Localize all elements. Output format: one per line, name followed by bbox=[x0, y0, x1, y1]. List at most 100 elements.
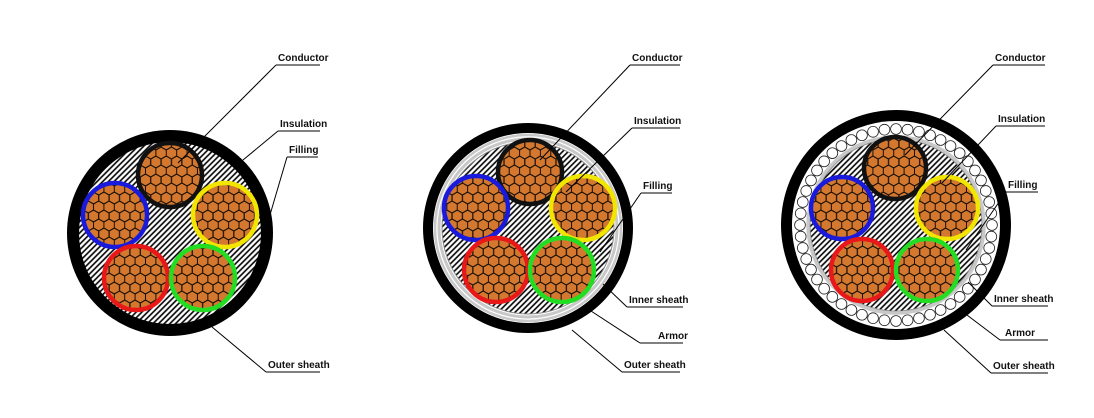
armor-wire bbox=[856, 129, 868, 142]
armor-wire bbox=[953, 291, 966, 303]
insulation-green bbox=[893, 236, 961, 304]
core-blue bbox=[808, 174, 876, 242]
conductor bbox=[173, 248, 233, 308]
armor-wire bbox=[826, 147, 839, 159]
armor-wire bbox=[845, 134, 858, 146]
callout-label: Conductor bbox=[278, 53, 329, 64]
callout: Conductor bbox=[904, 53, 1046, 156]
armor-wire bbox=[794, 219, 806, 231]
armor-wire bbox=[826, 291, 839, 303]
conductor bbox=[106, 248, 166, 308]
armor-wire bbox=[811, 273, 823, 286]
conductor bbox=[833, 241, 891, 299]
armor-wire bbox=[983, 242, 996, 254]
callout-leader-line bbox=[177, 64, 277, 164]
core-green bbox=[168, 243, 238, 313]
armor-wire bbox=[835, 298, 848, 310]
armor-wire bbox=[805, 174, 817, 187]
armor-wire bbox=[796, 196, 809, 208]
callout-leader-line bbox=[261, 156, 288, 243]
armor-wire bbox=[969, 273, 981, 286]
callout-leader-line bbox=[211, 326, 267, 373]
armor-wire bbox=[986, 219, 998, 231]
core-red bbox=[461, 235, 531, 305]
conductor bbox=[898, 241, 956, 299]
core-red bbox=[828, 236, 896, 304]
callout-label: Filling bbox=[643, 181, 672, 192]
insulation-red bbox=[101, 243, 171, 313]
armor-wire bbox=[962, 155, 974, 168]
armor-wire bbox=[969, 164, 981, 177]
armor-wire bbox=[913, 312, 925, 325]
callout-leader-line bbox=[967, 281, 993, 307]
conductor bbox=[918, 179, 976, 237]
callout-leader-line bbox=[602, 283, 628, 308]
armor-wire bbox=[867, 312, 879, 325]
armor-tape-outer bbox=[433, 133, 623, 323]
armor-wire bbox=[983, 196, 996, 208]
armor-wire bbox=[913, 125, 925, 138]
armor-wire bbox=[800, 185, 813, 197]
callout-leader-line bbox=[962, 311, 1001, 341]
callout-label: Conductor bbox=[995, 53, 1046, 64]
armor-wire bbox=[796, 242, 809, 254]
callout-label: Outer sheath bbox=[624, 360, 686, 371]
core-green bbox=[893, 236, 961, 304]
callout: Inner sheath bbox=[967, 281, 1053, 307]
insulation-blue bbox=[441, 173, 511, 243]
insulation-green bbox=[168, 243, 238, 313]
core-blue bbox=[441, 173, 511, 243]
conductor bbox=[466, 240, 526, 300]
callout-label: Filling bbox=[289, 145, 318, 156]
conductor bbox=[813, 179, 871, 237]
conductor bbox=[532, 240, 592, 300]
callout: Outer sheath bbox=[571, 329, 686, 373]
core-black bbox=[861, 134, 929, 202]
insulation-green bbox=[527, 235, 597, 305]
armor-wire bbox=[979, 185, 992, 197]
core-blue bbox=[80, 180, 150, 250]
callout-label: Insulation bbox=[634, 116, 681, 127]
callout: Conductor bbox=[177, 53, 329, 164]
callout-label: Inner sheath bbox=[994, 294, 1053, 305]
armor-wire bbox=[818, 282, 830, 295]
core-yellow bbox=[913, 174, 981, 242]
armor-wire bbox=[794, 207, 807, 220]
insulation-black bbox=[135, 140, 205, 210]
armor-wire bbox=[979, 253, 992, 265]
armor-wire bbox=[867, 125, 879, 138]
armor-wire bbox=[878, 314, 891, 327]
core-black bbox=[495, 137, 565, 207]
callout-label: Filling bbox=[1008, 180, 1037, 191]
callout-leader-line bbox=[943, 329, 992, 374]
armor-wire bbox=[944, 298, 957, 310]
insulation-black bbox=[861, 134, 929, 202]
conductor bbox=[500, 142, 560, 202]
callout-leader-line bbox=[904, 64, 994, 156]
callout-label: Outer sheath bbox=[993, 361, 1055, 372]
insulation-blue bbox=[808, 174, 876, 242]
callout-leader-line bbox=[565, 127, 633, 193]
callout: Conductor bbox=[539, 53, 683, 161]
armor-wire bbox=[924, 308, 936, 321]
armor-wire bbox=[805, 263, 817, 276]
callout-leader-line bbox=[571, 329, 623, 373]
conductor bbox=[140, 145, 200, 205]
callout: Inner sheath bbox=[602, 283, 688, 308]
callout-leader-line bbox=[599, 192, 642, 253]
armor-wire bbox=[901, 314, 914, 327]
callout: Insulation bbox=[565, 116, 681, 193]
armor-wire bbox=[856, 308, 868, 321]
armor-wire bbox=[878, 123, 891, 136]
conductor bbox=[85, 185, 145, 245]
callout-leader-line bbox=[965, 191, 1007, 251]
callout: Outer sheath bbox=[943, 329, 1055, 374]
callout-label: Insulation bbox=[280, 119, 327, 130]
callout: Armor bbox=[590, 310, 688, 344]
core-green bbox=[527, 235, 597, 305]
armor-wire bbox=[845, 304, 858, 316]
